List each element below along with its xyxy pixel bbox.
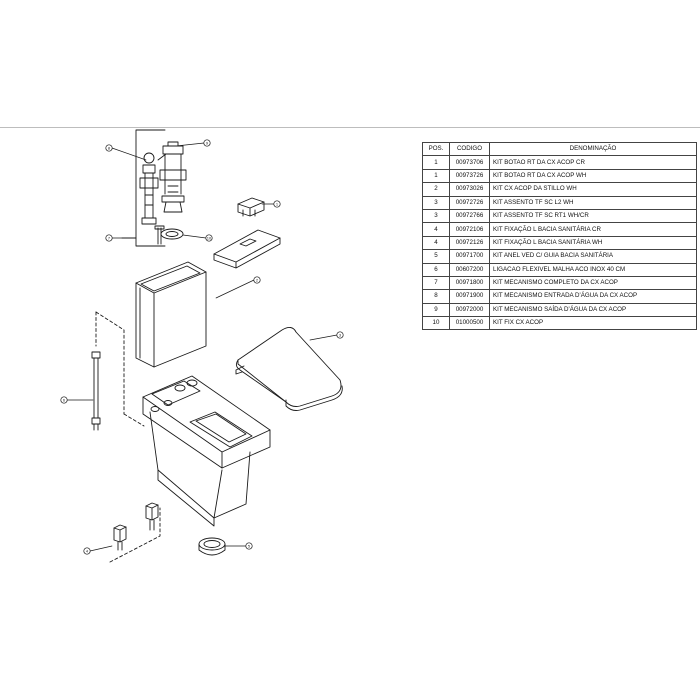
row-description: KIT ANEL VED C/ GUIA BACIA SANITÁRIA xyxy=(489,249,697,264)
callout-1: 1 xyxy=(273,200,281,208)
svg-text:10: 10 xyxy=(207,235,212,240)
flexible-hose-part xyxy=(91,351,101,431)
mechanism-bracket xyxy=(121,129,166,247)
svg-text:2: 2 xyxy=(256,277,259,282)
row-description: KIT FIX CX ACOP xyxy=(489,316,697,331)
row-code: 00972726 xyxy=(449,195,490,210)
row-description: KIT ASSENTO TF SC RT1 WH/CR xyxy=(489,208,697,224)
callout-9: 9 xyxy=(203,139,211,147)
seal-ring-part xyxy=(198,537,226,556)
callout-4: 4 xyxy=(83,547,91,555)
row-description: KIT BOTAO RT DA CX ACOP CR xyxy=(489,155,697,170)
row-code: 00971800 xyxy=(449,275,490,291)
row-description: KIT BOTAO RT DA CX ACOP WH xyxy=(489,168,697,184)
row-pos: 3 xyxy=(422,195,450,210)
row-code: 00972766 xyxy=(449,208,490,224)
fixing-kit-part xyxy=(154,225,184,245)
parts-table-header: POS. CODIGO DENOMINAÇÃO xyxy=(422,141,697,157)
row-pos: 8 xyxy=(422,289,450,304)
svg-text:6: 6 xyxy=(63,397,66,402)
row-code: 00973726 xyxy=(449,168,490,184)
row-pos: 4 xyxy=(422,222,450,237)
assembly-guide-lines xyxy=(95,311,161,563)
svg-text:4: 4 xyxy=(86,548,89,553)
row-pos: 4 xyxy=(422,235,450,251)
bowl-fixing-part xyxy=(113,502,159,551)
row-description: KIT FIXAÇÃO L BACIA SANITÁRIA WH xyxy=(489,235,697,251)
row-pos: 6 xyxy=(422,262,450,277)
callout-10: 10 xyxy=(205,234,213,242)
svg-text:7: 7 xyxy=(108,235,111,240)
toilet-bowl-part xyxy=(142,375,271,527)
row-description: KIT ASSENTO TF SC L2 WH xyxy=(489,195,697,210)
row-description: KIT MECANISMO SAÍDA D'ÁGUA DA CX ACOP xyxy=(489,302,697,318)
row-code: 00973026 xyxy=(449,182,490,197)
header-description: DENOMINAÇÃO xyxy=(489,141,697,157)
row-description: KIT MECANISMO ENTRADA D'ÁGUA DA CX ACOP xyxy=(489,289,697,304)
row-pos: 10 xyxy=(422,316,450,331)
row-pos: 5 xyxy=(422,249,450,264)
row-code: 00972000 xyxy=(449,302,490,318)
row-pos: 3 xyxy=(422,208,450,224)
fill-valve-part xyxy=(139,152,167,225)
svg-text:9: 9 xyxy=(206,140,209,145)
section-divider xyxy=(0,127,700,128)
row-code: 00972106 xyxy=(449,222,490,237)
header-code: CODIGO xyxy=(449,141,490,157)
tank-lid-part xyxy=(213,229,281,269)
row-code: 00607200 xyxy=(449,262,490,277)
row-description: KIT CX ACOP DA STILLO WH xyxy=(489,182,697,197)
callout-6: 6 xyxy=(60,396,68,404)
callout-8: 8 xyxy=(105,144,113,152)
callout-2: 2 xyxy=(253,276,261,284)
cistern-part xyxy=(135,261,207,368)
row-code: 01000500 xyxy=(449,316,490,331)
row-pos: 1 xyxy=(422,168,450,184)
svg-text:1: 1 xyxy=(276,201,279,206)
callout-3: 3 xyxy=(336,331,344,339)
row-pos: 7 xyxy=(422,275,450,291)
flush-button-part xyxy=(237,197,265,217)
row-pos: 2 xyxy=(422,182,450,197)
toilet-seat-part xyxy=(235,327,343,411)
row-pos: 1 xyxy=(422,155,450,170)
svg-text:5: 5 xyxy=(248,543,251,548)
row-description: LIGACAO FLEXIVEL MALHA ACO INOX 40 CM xyxy=(489,262,697,277)
row-code: 00972126 xyxy=(449,235,490,251)
header-pos: POS. xyxy=(422,141,450,157)
flush-valve-part xyxy=(159,141,187,213)
svg-text:3: 3 xyxy=(339,332,342,337)
row-code: 00971700 xyxy=(449,249,490,264)
row-description: KIT MECANISMO COMPLETO DA CX ACOP xyxy=(489,275,697,291)
leader-lines xyxy=(63,142,338,552)
row-code: 00973706 xyxy=(449,155,490,170)
callout-7: 7 xyxy=(105,234,113,242)
callout-5: 5 xyxy=(245,542,253,550)
row-description: KIT FIXAÇÃO L BACIA SANITÁRIA CR xyxy=(489,222,697,237)
svg-text:8: 8 xyxy=(108,145,111,150)
row-code: 00971900 xyxy=(449,289,490,304)
row-pos: 9 xyxy=(422,302,450,318)
